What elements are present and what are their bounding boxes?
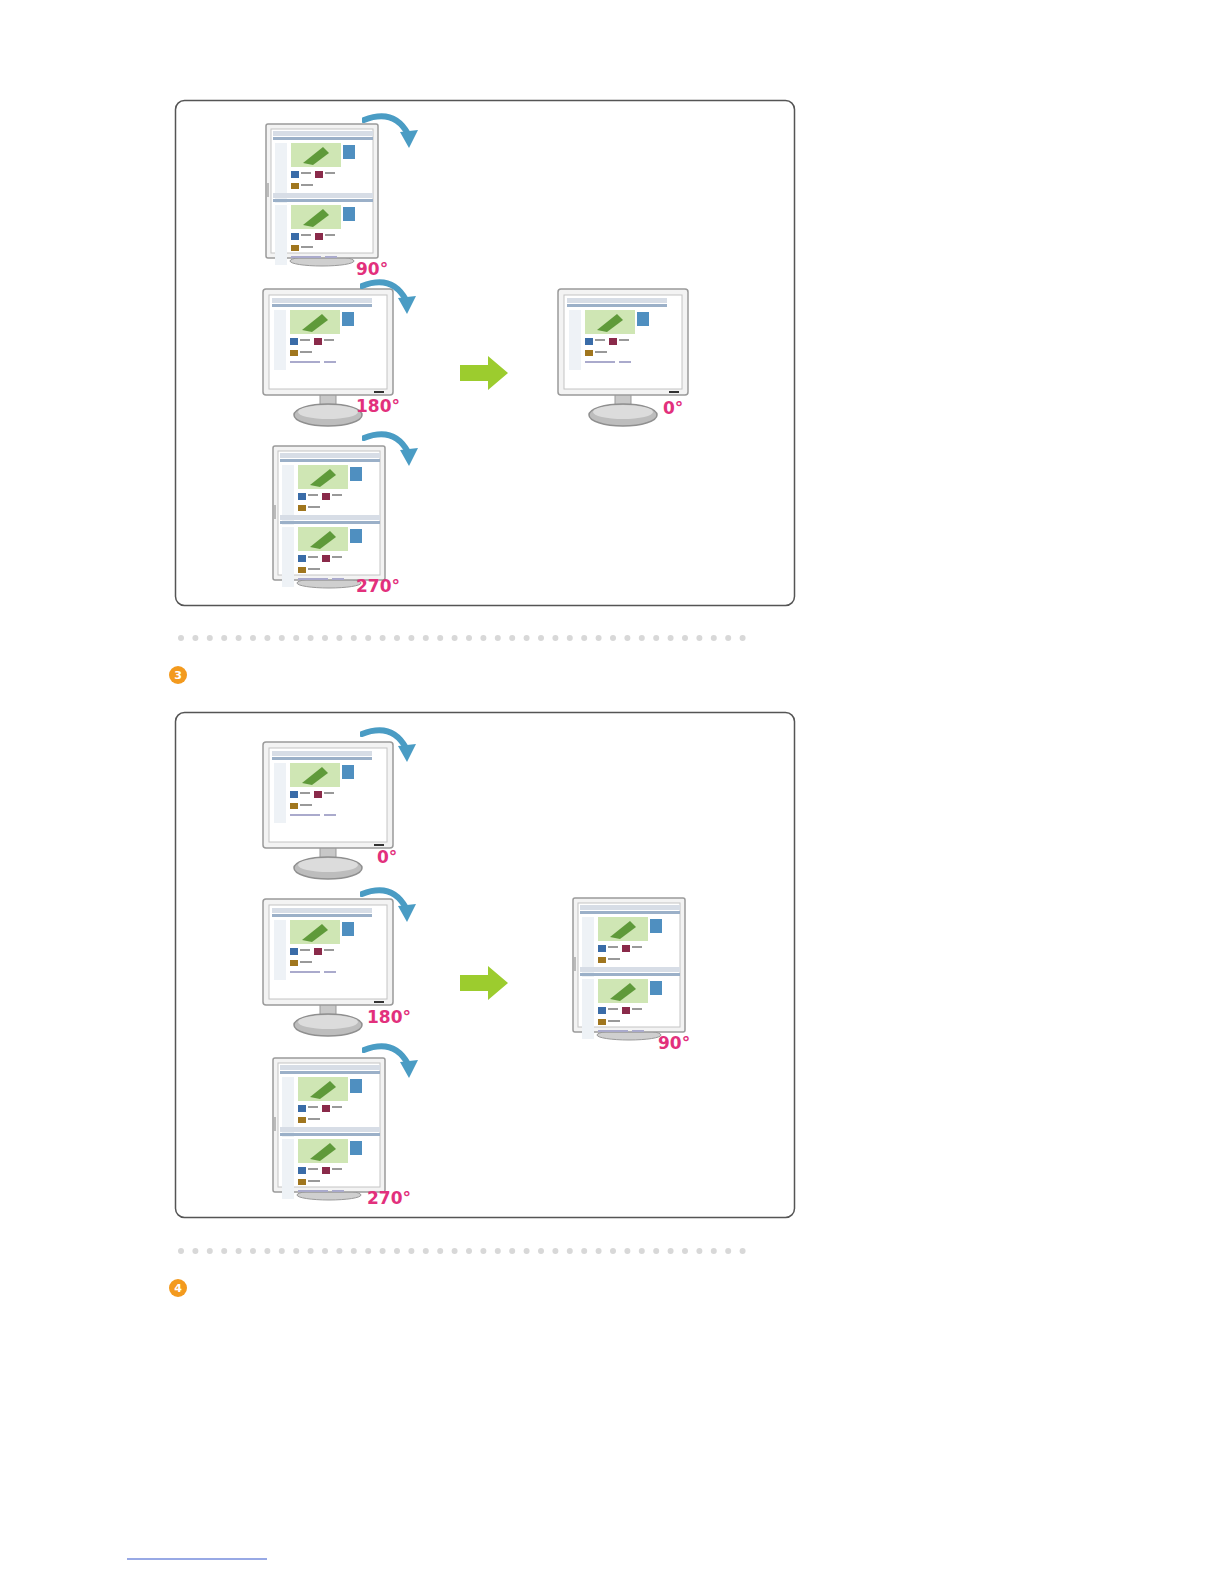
rotation-angle: 90° (356, 261, 388, 278)
rotation-angle: 0° (377, 849, 397, 866)
callout-number: 3 (169, 670, 187, 681)
callout-number: 4 (169, 1283, 187, 1294)
rotation-angle: 0° (663, 400, 683, 417)
rotation-angle: 270° (367, 1190, 411, 1207)
rotation-angle: 270° (356, 578, 400, 595)
rotation-angle: 90° (658, 1035, 690, 1052)
rotation-angle: 180° (367, 1009, 411, 1026)
rotation-angle: 180° (356, 398, 400, 415)
